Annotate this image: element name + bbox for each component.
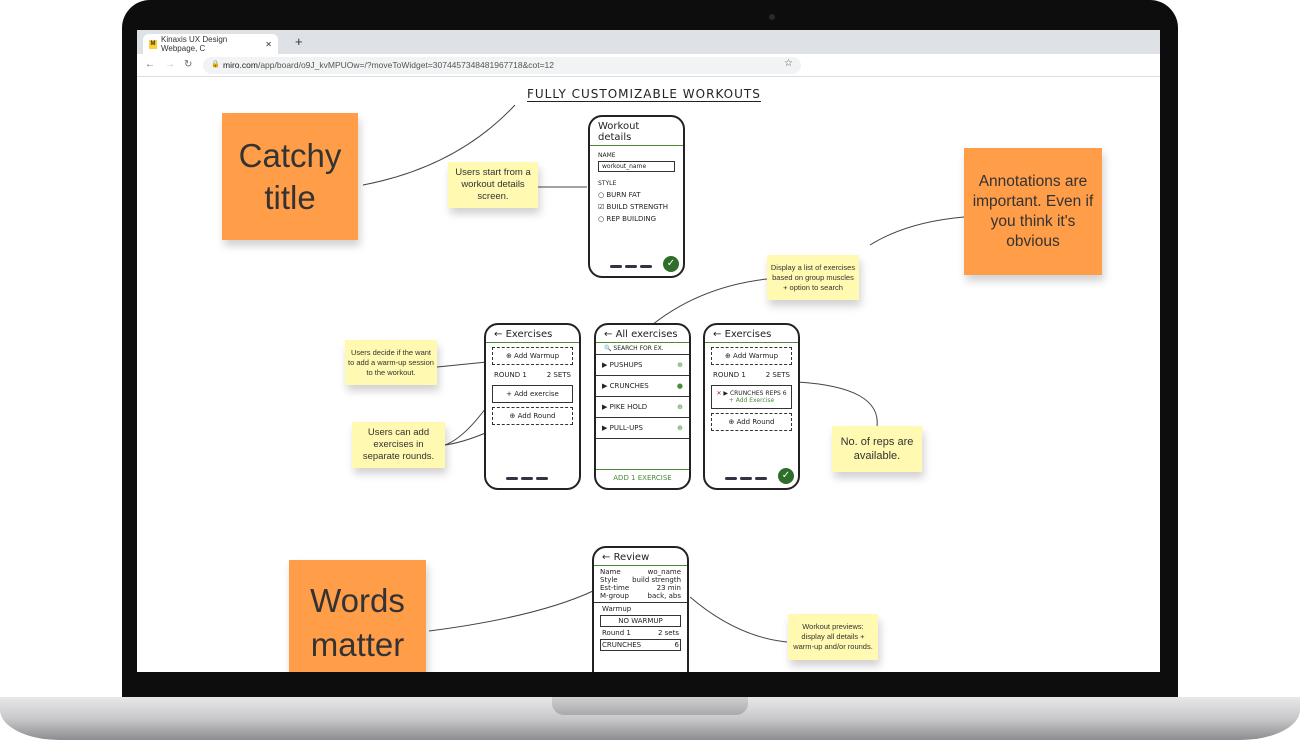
style-label: STYLE [598, 180, 617, 187]
miro-icon: M [149, 39, 157, 49]
add-warmup: ⊕ Add Warmup [492, 347, 573, 365]
add-exercise: + Add exercise [492, 385, 573, 403]
note-warmup[interactable]: Users decide if the want to add a warm-u… [345, 340, 437, 385]
progress-dots [610, 265, 652, 268]
close-tab-icon[interactable]: ✕ [265, 39, 272, 49]
option-build-strength: ☑ BUILD STRENGTH [598, 203, 668, 211]
phone-title: ← Exercises [486, 325, 579, 343]
note-rounds[interactable]: Users can add exercises in separate roun… [352, 422, 445, 468]
sticky-words-matter[interactable]: Words matter [289, 560, 426, 672]
arrow-reps [796, 381, 878, 428]
tab-title: Kinaxis UX Design Webpage, C [161, 35, 228, 53]
tab-bar: M Kinaxis UX Design Webpage, C ✕ + [137, 30, 1160, 54]
sketch-all-exercises[interactable]: ← All exercises 🔍 SEARCH FOR EX. ▶ PUSHU… [594, 323, 691, 490]
add-round: ⊕ Add Round [492, 407, 573, 425]
exercise-item: ▶ PULL-UPS⊕ [596, 418, 689, 439]
add-warmup: ⊕ Add Warmup [711, 347, 792, 365]
warmup-value: NO WARMUP [600, 615, 681, 627]
board-title: FULLY CUSTOMIZABLE WORKOUTS [527, 87, 761, 102]
phone-title: Workout details [590, 117, 683, 146]
bookmark-star-icon[interactable]: ☆ [784, 58, 793, 69]
address-bar-row: ← → ↻ 🔒 miro.com/app/board/o9J_kvMPUOw=/… [137, 54, 1160, 77]
progress-dots [725, 477, 767, 480]
arrow-list [646, 278, 768, 330]
browser-window: M Kinaxis UX Design Webpage, C ✕ + ← → ↻… [137, 30, 1160, 672]
reload-icon[interactable]: ↻ [184, 59, 193, 70]
arrow-annotations [869, 216, 965, 246]
check-icon: ✓ [663, 256, 679, 272]
phone-title: ← Review [594, 548, 687, 566]
arrow-title [362, 104, 516, 186]
back-icon[interactable]: ← [145, 59, 155, 70]
exercise-item: ▶ CRUNCHES● [596, 376, 689, 397]
phone-title: ← All exercises [596, 325, 689, 343]
sticky-catchy-title[interactable]: Catchy title [222, 113, 358, 240]
url-host: miro.com [223, 60, 258, 70]
name-field: workout_name [598, 161, 675, 172]
sketch-workout-details[interactable]: Workout details NAME workout_name STYLE … [588, 115, 685, 278]
exercise-entry: ✕ ▶ CRUNCHES REPS 6+ Add Exercise [711, 385, 792, 409]
note-reps[interactable]: No. of reps are available. [832, 426, 922, 472]
progress-dots [506, 477, 548, 480]
url-path: /app/board/o9J_kvMPUOw=/?moveToWidget=30… [257, 60, 555, 70]
laptop-notch [552, 697, 748, 715]
camera [769, 14, 775, 20]
note-start[interactable]: Users start from a workout details scree… [448, 162, 538, 208]
warmup-label: Warmup [602, 605, 632, 613]
forward-icon[interactable]: → [165, 59, 175, 70]
note-preview[interactable]: Workout previews: display all details + … [788, 614, 878, 660]
add-round: ⊕ Add Round [711, 413, 792, 431]
exercise-item: ▶ PUSHUPS⊕ [596, 355, 689, 376]
exercise-item: ▶ PIKE HOLD⊕ [596, 397, 689, 418]
check-icon: ✓ [778, 468, 794, 484]
name-label: NAME [598, 152, 616, 159]
new-tab-button[interactable]: + [295, 34, 303, 49]
search-field: 🔍 SEARCH FOR EX. [596, 343, 689, 355]
arrow-words [428, 590, 594, 632]
note-list[interactable]: Display a list of exercises based on gro… [767, 255, 859, 300]
add-exercise-footer: ADD 1 EXERCISE [596, 469, 689, 482]
arrow-review [689, 596, 788, 643]
option-rep-building: ○ REP BUILDING [598, 215, 657, 223]
phone-title: ← Exercises [705, 325, 798, 343]
option-burn-fat: ○ BURN FAT [598, 191, 641, 199]
browser-tab[interactable]: M Kinaxis UX Design Webpage, C ✕ [143, 34, 278, 54]
sticky-annotations[interactable]: Annotations are important. Even if you t… [964, 148, 1102, 275]
lock-icon: 🔒 [211, 61, 220, 68]
miro-board[interactable]: FULLY CUSTOMIZABLE WORKOUTS Catchy title… [137, 77, 1160, 672]
url-input[interactable]: 🔒 miro.com/app/board/o9J_kvMPUOw=/?moveT… [203, 57, 801, 74]
